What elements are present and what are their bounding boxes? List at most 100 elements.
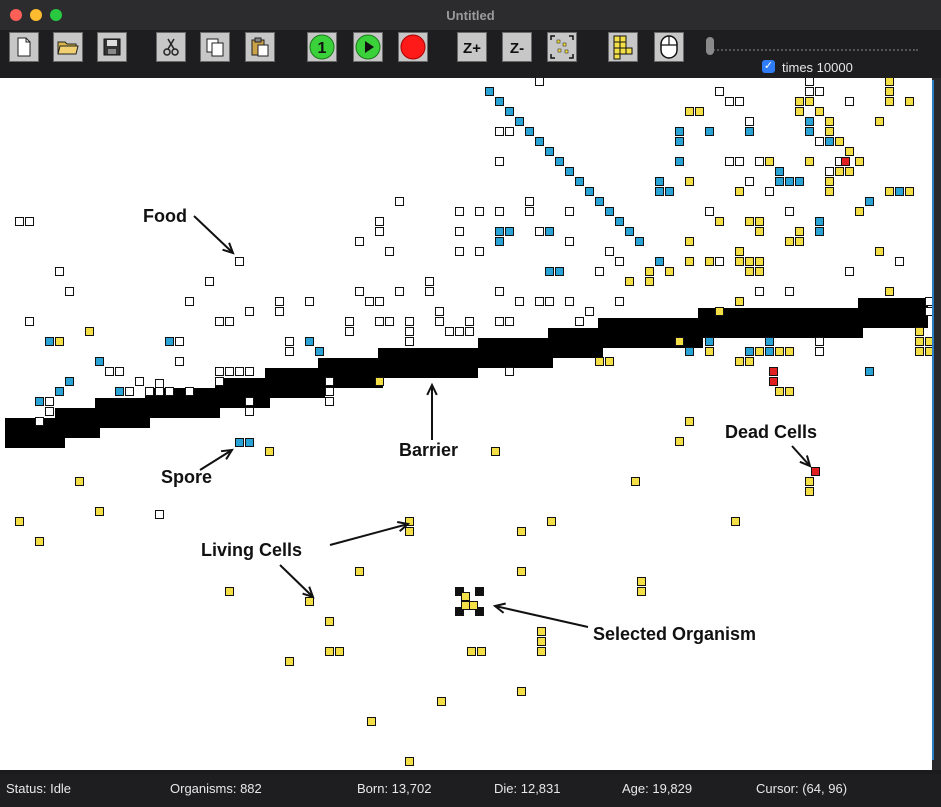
copy-button[interactable]: [200, 32, 230, 62]
food-cell: [565, 207, 574, 216]
living-cell: [665, 267, 674, 276]
spore-cell: [95, 357, 104, 366]
minimize-window-button[interactable]: [30, 9, 42, 21]
slider-track: [706, 45, 918, 51]
living-cell: [805, 97, 814, 106]
spore-cell: [665, 187, 674, 196]
open-folder-button[interactable]: [53, 32, 83, 62]
food-cell: [725, 157, 734, 166]
save-icon: [103, 38, 121, 56]
living-cell: [745, 357, 754, 366]
world-view[interactable]: [0, 78, 932, 770]
living-cell: [885, 287, 894, 296]
food-cell: [585, 307, 594, 316]
fit-view-button[interactable]: [547, 32, 577, 62]
living-cell: [925, 347, 932, 356]
label-dead-cells: Dead Cells: [725, 422, 818, 442]
food-cell: [525, 207, 534, 216]
barrier-segment: [265, 368, 325, 398]
slider-knob[interactable]: [706, 37, 714, 55]
spore-cell: [825, 137, 834, 146]
living-cell: [695, 107, 704, 116]
times-checkbox[interactable]: ✓: [762, 60, 775, 73]
spore-cell: [705, 127, 714, 136]
selected-organism-cell: [475, 587, 484, 596]
speed-slider[interactable]: [706, 37, 918, 55]
living-cell: [915, 327, 924, 336]
food-cell: [495, 317, 504, 326]
food-cell: [535, 227, 544, 236]
spore-cell: [565, 167, 574, 176]
living-cell: [325, 617, 334, 626]
living-cell: [685, 417, 694, 426]
simulation-canvas[interactable]: Food Spore Barrier Dead Cells Living Cel…: [0, 78, 932, 770]
food-cell: [45, 407, 54, 416]
food-cell: [375, 317, 384, 326]
spore-cell: [615, 217, 624, 226]
living-cell: [755, 217, 764, 226]
food-cell: [435, 307, 444, 316]
food-cell: [305, 297, 314, 306]
label-living-cells: Living Cells: [201, 540, 303, 560]
play-button[interactable]: [353, 32, 383, 62]
food-cell: [565, 237, 574, 246]
selected-organism-living-cell: [461, 601, 470, 610]
food-cell: [115, 367, 124, 376]
living-cell: [785, 387, 794, 396]
scroll-indicator[interactable]: [932, 80, 934, 760]
living-cell: [825, 187, 834, 196]
food-cell: [455, 327, 464, 336]
living-cell: [517, 687, 526, 696]
annotation-arrow: [494, 605, 589, 628]
living-cell: [285, 657, 294, 666]
status-bar: Status: Idle Organisms: 882 Born: 13,702…: [0, 774, 941, 807]
save-button[interactable]: [97, 32, 127, 62]
paste-button[interactable]: [245, 32, 275, 62]
food-cell: [805, 87, 814, 96]
selected-organism-cell: [455, 587, 464, 596]
food-cell: [355, 237, 364, 246]
annotation-arrow: [199, 449, 233, 471]
right-edge: [932, 78, 941, 770]
spore-cell: [485, 87, 494, 96]
living-cell: [775, 347, 784, 356]
food-cell: [465, 327, 474, 336]
living-cell: [35, 537, 44, 546]
food-cell: [515, 297, 524, 306]
food-cell: [65, 287, 74, 296]
food-cell: [445, 327, 454, 336]
cut-button[interactable]: [156, 32, 186, 62]
step-button[interactable]: 1: [307, 32, 337, 62]
spore-cell: [635, 237, 644, 246]
close-window-button[interactable]: [10, 9, 22, 21]
food-cell: [745, 177, 754, 186]
spore-cell: [495, 237, 504, 246]
times-checkbox-label: times 10000: [782, 60, 853, 75]
food-cell: [735, 97, 744, 106]
mouse-mode-button[interactable]: [654, 32, 684, 62]
status-age: Age: 19,829: [622, 781, 693, 796]
food-cell: [225, 317, 234, 326]
food-cell: [215, 317, 224, 326]
zoom-out-button[interactable]: Z-: [502, 32, 532, 62]
food-cell: [465, 317, 474, 326]
living-cell: [825, 127, 834, 136]
record-button[interactable]: [398, 32, 428, 62]
spore-cell: [655, 177, 664, 186]
spore-cell: [575, 177, 584, 186]
zoom-in-button[interactable]: Z+: [457, 32, 487, 62]
maximize-window-button[interactable]: [50, 9, 62, 21]
annotation-arrowhead: [397, 520, 411, 532]
record-icon: [400, 34, 426, 60]
living-cell: [765, 157, 774, 166]
food-cell: [565, 297, 574, 306]
new-file-button[interactable]: [9, 32, 39, 62]
spore-cell: [115, 387, 124, 396]
annotation-arrowhead: [799, 455, 812, 468]
food-cell: [245, 307, 254, 316]
living-cell: [355, 567, 364, 576]
living-cell: [845, 147, 854, 156]
food-cell: [285, 337, 294, 346]
living-cell: [745, 217, 754, 226]
editor-button[interactable]: [608, 32, 638, 62]
